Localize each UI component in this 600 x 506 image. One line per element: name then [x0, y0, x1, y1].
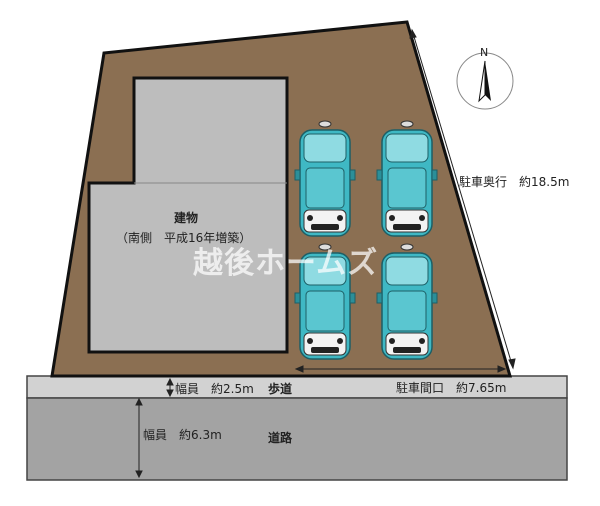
parking-depth-label: 駐車奥行 約18.5m — [459, 175, 570, 189]
parked-car-icon — [294, 120, 356, 237]
sidewalk-width-dimension-line — [166, 377, 174, 398]
parking-width-dimension-line — [294, 365, 507, 373]
road-width-label: 幅員 約6.3m — [143, 428, 222, 442]
sidewalk-width-label: 幅員 約2.5m — [175, 382, 254, 396]
road-width-dimension-line — [135, 397, 143, 479]
building-label: 建物 — [174, 211, 199, 225]
watermark: 越後ホームズ — [193, 246, 379, 281]
building-note: （南側 平成16年増築） — [116, 231, 252, 245]
sidewalk-label: 歩道 — [268, 382, 293, 396]
compass-label: N — [480, 46, 489, 59]
road-label: 道路 — [268, 431, 293, 445]
parking-depth-dimension-line — [409, 28, 516, 370]
parked-car-icon — [376, 243, 438, 360]
road — [26, 397, 568, 481]
parked-car-icon — [376, 120, 438, 237]
parking-width-label: 駐車間口 約7.65m — [396, 381, 507, 395]
north-arrow-icon — [456, 52, 514, 110]
